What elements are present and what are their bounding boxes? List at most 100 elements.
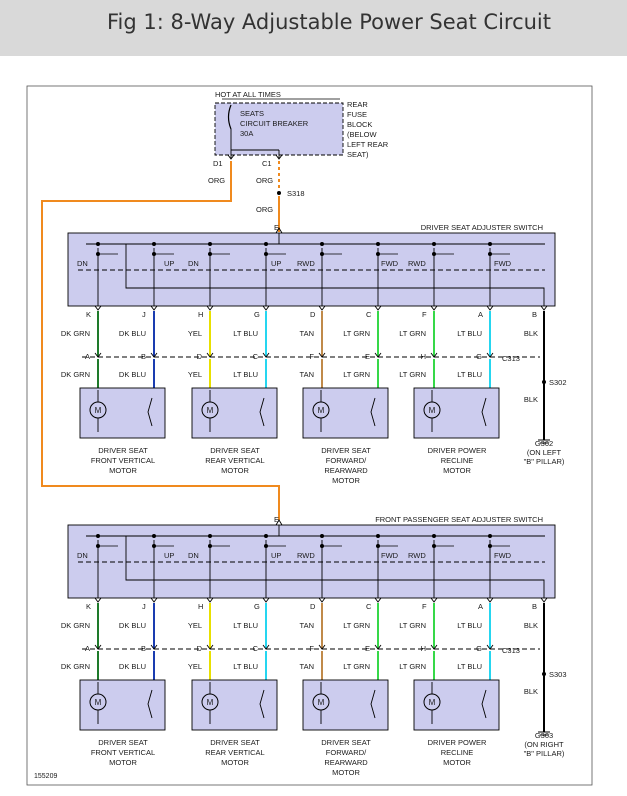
pin-terminal: [206, 305, 214, 311]
diagram-border: [26, 85, 593, 786]
motor-box: [302, 679, 389, 731]
splice-dot: [542, 672, 546, 676]
pin-terminal: [262, 597, 270, 603]
connector-terminal: [318, 352, 326, 358]
wire-label: TAN: [300, 329, 314, 338]
pin-h: H: [198, 310, 203, 319]
motor-symbol-m: M: [207, 406, 214, 415]
motor-label: DRIVER POWER: [428, 446, 487, 455]
wire-label: DK GRN: [61, 621, 90, 630]
splice-dot: [152, 544, 156, 548]
wire-label: TAN: [300, 621, 314, 630]
pin-d: D: [310, 310, 316, 319]
connector-pin: F: [309, 352, 314, 361]
ground-label: (ON RIGHT: [524, 740, 564, 749]
switch-label-dn: DN: [77, 259, 88, 268]
limit-switch: [259, 397, 265, 427]
splice-dot: [488, 242, 492, 246]
connector-pin: E: [365, 352, 370, 361]
wire-label: LT GRN: [343, 329, 370, 338]
connector-pin: A: [85, 644, 90, 653]
splice-dot: [542, 380, 546, 384]
connector-terminal: [262, 352, 270, 358]
fuse-block-text: FUSE: [347, 110, 367, 119]
motor-symbol-m: M: [318, 406, 325, 415]
splice-dot: [96, 252, 100, 256]
pin-e: E: [274, 515, 279, 524]
motor-box: [302, 387, 389, 439]
pin-c1: C1: [262, 159, 272, 168]
pin-terminal: [94, 305, 102, 311]
switch-title: DRIVER SEAT ADJUSTER SWITCH: [421, 223, 543, 232]
splice-dot: [277, 191, 281, 195]
switch-label-fwd: FWD: [381, 551, 399, 560]
pin-d: D: [310, 602, 316, 611]
splice-dot: [264, 534, 268, 538]
pin-j: J: [142, 310, 146, 319]
pin-terminal: [374, 597, 382, 603]
motor-label: DRIVER SEAT: [98, 738, 148, 747]
breaker-text: CIRCUIT BREAKER: [240, 119, 309, 128]
splice-dot: [152, 242, 156, 246]
motor-box: [413, 679, 500, 731]
pin-terminal: [275, 154, 283, 160]
splice-dot: [376, 242, 380, 246]
connector-pin: G: [476, 352, 482, 361]
splice-dot: [264, 252, 268, 256]
pin-k: K: [86, 602, 91, 611]
splice-dot: [488, 534, 492, 538]
pin-terminal: [227, 154, 235, 160]
connector-terminal: [430, 644, 438, 650]
motor-label: MOTOR: [221, 758, 249, 767]
splice-dot: [432, 242, 436, 246]
wire-label: TAN: [300, 370, 314, 379]
splice-dot: [208, 252, 212, 256]
ground-bus: [125, 244, 545, 306]
connector-terminal: [206, 352, 214, 358]
pin-g: G: [254, 310, 260, 319]
motor-label: MOTOR: [443, 758, 471, 767]
connector-terminal: [94, 352, 102, 358]
splice-dot: [264, 544, 268, 548]
ground-label: G303: [535, 731, 553, 740]
motor-symbol-m: M: [429, 406, 436, 415]
fuse-block-text: REAR: [347, 100, 368, 109]
org-feed-wire: [41, 161, 280, 520]
connector-pin: D: [197, 352, 203, 361]
wire-label: DK GRN: [61, 370, 90, 379]
connector-pin: B: [141, 644, 146, 653]
motor-box: [79, 679, 166, 731]
wire-label: BLK: [524, 395, 538, 404]
splice-s318: S318: [287, 189, 305, 198]
wire-label: BLK: [524, 329, 538, 338]
connector-pin: B: [141, 352, 146, 361]
splice-dot: [376, 544, 380, 548]
splice-dot: [208, 534, 212, 538]
switch-label-rwd: RWD: [297, 259, 315, 268]
splice-dot: [432, 534, 436, 538]
wire-label: LT BLU: [233, 662, 258, 671]
pin-terminal: [150, 305, 158, 311]
wire-label: YEL: [188, 621, 202, 630]
splice-dot: [488, 252, 492, 256]
connector-terminal: [374, 644, 382, 650]
connector-c313: C313: [502, 354, 520, 363]
wire-label: TAN: [300, 662, 314, 671]
pin-terminal: [318, 597, 326, 603]
connector-c313: C313: [502, 646, 520, 655]
hot-at-all-times-label: HOT AT ALL TIMES: [215, 90, 281, 99]
pin-b: B: [532, 602, 537, 611]
motor-label: FORWARD/: [326, 748, 367, 757]
wire-label: LT GRN: [399, 662, 426, 671]
splice-dot: [208, 242, 212, 246]
wire-label: LT GRN: [343, 621, 370, 630]
wire-label: YEL: [188, 370, 202, 379]
figure-title: Fig 1: 8-Way Adjustable Power Seat Circu…: [106, 10, 551, 34]
connector-pin: F: [309, 644, 314, 653]
pin-a: A: [478, 310, 483, 319]
switch-label-up: UP: [271, 551, 281, 560]
motor-label: REAR VERTICAL: [205, 456, 264, 465]
pin-terminal: [262, 305, 270, 311]
motor-label: MOTOR: [221, 466, 249, 475]
splice-dot: [320, 534, 324, 538]
